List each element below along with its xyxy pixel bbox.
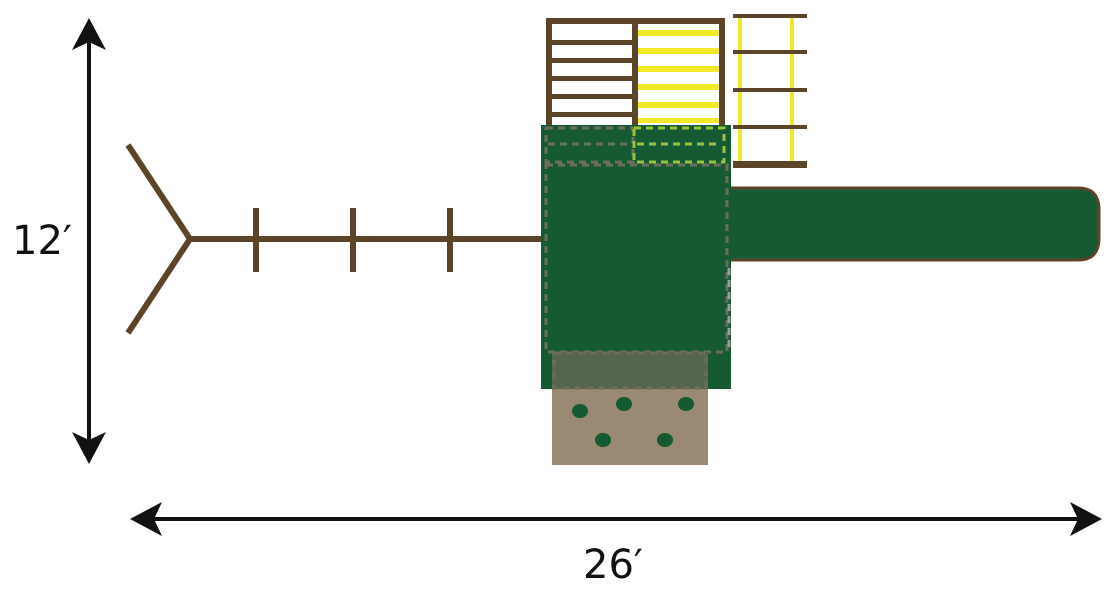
a-frame-leg-bottom — [125, 237, 193, 335]
width-dimension-arrow — [130, 502, 1102, 536]
sandbox — [552, 351, 708, 465]
upper-structure — [546, 18, 725, 128]
height-dimension-arrow — [72, 18, 106, 464]
height-dimension-label: 12′ — [12, 218, 72, 264]
width-dimension-label: 26′ — [583, 542, 643, 588]
sandbox-dot — [678, 397, 694, 411]
swing-beam — [125, 143, 545, 335]
slide — [726, 186, 1101, 262]
a-frame-leg-top — [125, 143, 193, 241]
sandbox-dot — [657, 433, 673, 447]
sandbox-dot — [616, 397, 632, 411]
main-deck — [541, 125, 731, 389]
sandbox-dot — [595, 433, 611, 447]
ladder — [733, 14, 807, 168]
sandbox-dot — [572, 404, 588, 418]
